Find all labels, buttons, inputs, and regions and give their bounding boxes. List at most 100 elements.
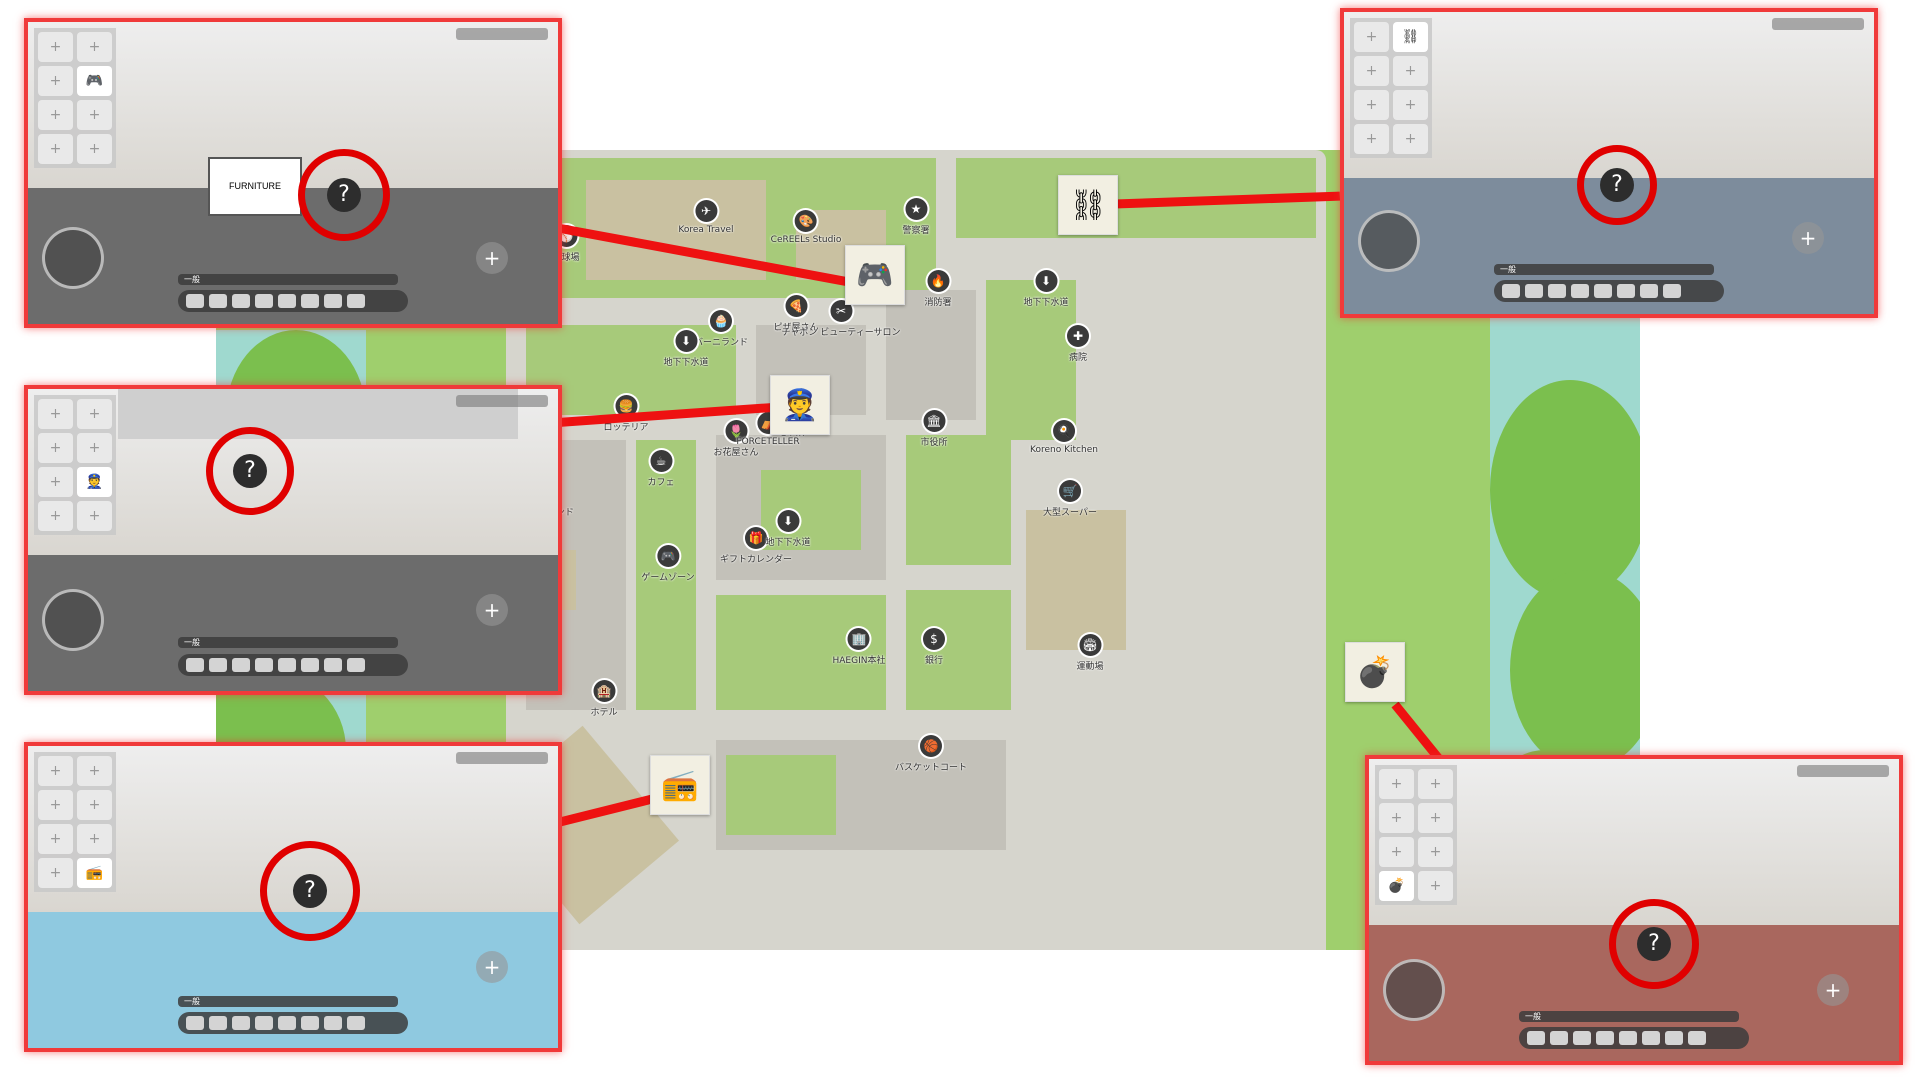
poi-sewer3[interactable]: ⬇地下下水道 [765, 510, 811, 548]
poi-hotel[interactable]: 🏨ホテル [590, 680, 618, 718]
inventory-slot[interactable]: + [1418, 871, 1453, 901]
cereels-icon: 🎨 [795, 210, 817, 232]
quest-bubble-icon: ? [1637, 927, 1671, 961]
inventory-slot[interactable]: + [77, 433, 112, 463]
joystick[interactable] [1383, 959, 1445, 1021]
poi-sewer1[interactable]: ⬇地下下水道 [663, 330, 709, 368]
inventory-slot[interactable]: + [77, 790, 112, 820]
item-police-hat[interactable]: 👮 [770, 375, 830, 435]
quest-marker-ring[interactable]: ? [260, 841, 360, 941]
inventory-slot[interactable]: + [38, 433, 73, 463]
inventory-slot[interactable]: + [77, 399, 112, 429]
inventory-slot[interactable]: + [1379, 803, 1414, 833]
inventory-slot[interactable]: + [1393, 124, 1428, 154]
poi-cereels[interactable]: 🎨CeREELs Studio [771, 210, 841, 245]
plus-button[interactable]: + [1817, 974, 1849, 1006]
inventory-slot[interactable]: + [1354, 22, 1389, 52]
item-walkie-talkie[interactable]: 📻 [650, 755, 710, 815]
poi-police[interactable]: ★警察署 [902, 198, 930, 236]
chat-bar[interactable]: 一般 [178, 996, 398, 1007]
poi-stadium[interactable]: 🏟運動場 [1076, 634, 1104, 672]
inventory-slot[interactable]: + [38, 399, 73, 429]
plus-button[interactable]: + [476, 594, 508, 626]
poi-bank[interactable]: $銀行 [923, 628, 945, 666]
chat-bar[interactable]: 一般 [178, 637, 398, 648]
inventory-slot[interactable]: + [1379, 769, 1414, 799]
quest-marker-ring[interactable]: ? [1577, 145, 1657, 225]
inventory-slot[interactable]: + [1418, 803, 1453, 833]
quest-marker-ring[interactable]: ? [1609, 899, 1699, 989]
inventory-slot[interactable]: + [77, 501, 112, 531]
plus-button[interactable]: + [1792, 222, 1824, 254]
inventory-slot[interactable]: + [1418, 837, 1453, 867]
poi-game-zone[interactable]: 🎮ゲームゾーン [641, 545, 695, 583]
inventory-slot[interactable]: + [77, 824, 112, 854]
inventory-slot[interactable]: + [77, 756, 112, 786]
inventory-slot[interactable]: + [1354, 56, 1389, 86]
chat-bar[interactable]: 一般 [1519, 1011, 1739, 1022]
inventory-slot[interactable]: + [38, 756, 73, 786]
joystick[interactable] [42, 227, 104, 289]
inventory-slot[interactable]: + [38, 858, 73, 888]
quest-marker-ring[interactable]: ? [206, 427, 294, 515]
poi-sewer2[interactable]: ⬇地下下水道 [1023, 270, 1069, 308]
poi-koreno[interactable]: 🍳Koreno Kitchen [1030, 420, 1098, 455]
poi-gift[interactable]: 🎁ギフトカレンダー [720, 527, 792, 565]
inventory-slot[interactable]: + [38, 467, 73, 497]
inventory-slot[interactable]: + [38, 66, 73, 96]
plus-button[interactable]: + [476, 242, 508, 274]
poi-hospital[interactable]: ✚病院 [1067, 325, 1089, 363]
item-grenade[interactable]: 💣 [1345, 642, 1405, 702]
inventory-slot-controller[interactable]: 🎮 [77, 66, 112, 96]
inventory-slot[interactable]: + [77, 32, 112, 62]
inventory-slot[interactable]: + [38, 32, 73, 62]
inventory-slot[interactable]: + [38, 134, 73, 164]
inventory-slot[interactable]: + [1354, 90, 1389, 120]
poi-burger[interactable]: 🧁バーニランド [694, 310, 748, 348]
inventory-slot[interactable]: + [77, 100, 112, 130]
map-block [906, 590, 1011, 710]
joystick[interactable] [1358, 210, 1420, 272]
inventory-slot-walkie-talkie[interactable]: 📻 [77, 858, 112, 888]
item-game-controller[interactable]: 🎮 [845, 245, 905, 305]
plus-button[interactable]: + [476, 951, 508, 983]
inventory-slot-grenade[interactable]: 💣 [1379, 871, 1414, 901]
poi-label: 消防署 [924, 298, 952, 308]
inventory-slot[interactable]: + [1354, 124, 1389, 154]
joystick[interactable] [42, 589, 104, 651]
inventory-slot[interactable]: + [1393, 56, 1428, 86]
inventory-slot[interactable]: + [38, 790, 73, 820]
poi-label: 銀行 [924, 656, 943, 666]
inventory-slot[interactable]: + [38, 100, 73, 130]
poi-label: お花屋さん [713, 448, 759, 458]
poi-label: ギフトカレンダー [719, 555, 793, 565]
poi-label: HAEGIN本社 [832, 656, 886, 666]
quest-marker-ring[interactable]: ? [298, 149, 390, 241]
inventory-slot[interactable]: + [38, 501, 73, 531]
fire-icon: 🔥 [926, 270, 949, 292]
poi-flower[interactable]: 🌷お花屋さん [713, 420, 759, 458]
inventory-slot[interactable]: + [1379, 837, 1414, 867]
poi-beauty[interactable]: ✂チャボン ビューティーサロン [781, 300, 901, 338]
inventory-slot[interactable]: + [1393, 90, 1428, 120]
poi-haegin[interactable]: 🏢HAEGIN本社 [832, 628, 886, 666]
item-handcuffs[interactable]: ⛓ [1058, 175, 1118, 235]
poi-fire[interactable]: 🔥 消防署 [924, 270, 952, 308]
poi-basketball[interactable]: 🏀バスケットコート [895, 735, 967, 773]
poi-pizza[interactable]: 🍕ピザ屋さん [773, 295, 819, 333]
poi-lotteria[interactable]: 🍔ロッテリア [603, 395, 649, 433]
poi-korea-travel[interactable]: ✈Korea Travel [678, 200, 734, 235]
hud-toolbar [1519, 1027, 1749, 1049]
inventory-slot[interactable]: + [77, 134, 112, 164]
inventory-slot[interactable]: + [1418, 769, 1453, 799]
inventory-sidebar: ++ ++ ++ +📻 [34, 752, 116, 892]
poi-cafe[interactable]: ☕カフェ [647, 450, 675, 488]
inventory-slot-police-hat[interactable]: 👮 [77, 467, 112, 497]
inventory-slot[interactable]: + [38, 824, 73, 854]
chat-bar[interactable]: 一般 [1494, 264, 1714, 275]
poi-city-hall[interactable]: 🏛市役所 [920, 410, 948, 448]
poi-supermarket[interactable]: 🛒大型スーパー [1043, 480, 1097, 518]
inventory-slot-handcuffs[interactable]: ⛓ [1393, 22, 1428, 52]
chat-bar[interactable]: 一般 [178, 274, 398, 285]
city-hall-icon: 🏛 [922, 410, 945, 432]
